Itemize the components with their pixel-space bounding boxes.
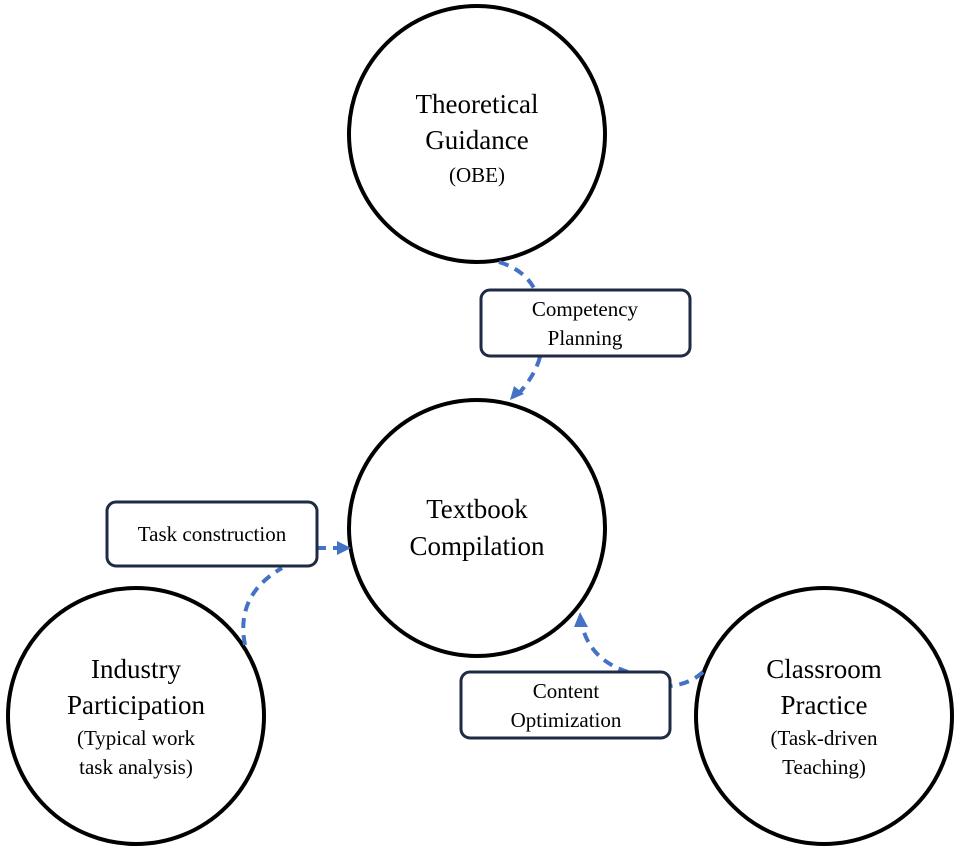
label-box-content-optimization <box>459 670 672 740</box>
node-theoretical-guidance-title-line2: Guidance <box>425 125 528 155</box>
label-content-line1: Content <box>533 679 600 703</box>
link-competency-planning: Competency Planning <box>479 260 692 400</box>
label-box-task-construction <box>105 500 319 568</box>
arrow-competency-lower <box>518 356 542 394</box>
node-textbook-compilation-circle <box>347 398 607 658</box>
node-classroom-practice-subtitle-line2: Teaching) <box>782 755 866 779</box>
node-industry-participation-title-line2: Participation <box>67 690 205 720</box>
node-classroom-practice: Classroom Practice (Task-driven Teaching… <box>694 586 954 846</box>
arrow-content-right <box>669 670 705 688</box>
node-theoretical-guidance-title-line1: Theoretical <box>416 89 539 119</box>
label-box-competency-planning <box>479 288 692 358</box>
label-competency-line2: Planning <box>548 326 623 350</box>
node-classroom-practice-circle <box>694 586 954 846</box>
node-theoretical-guidance: Theoretical Guidance (OBE) <box>347 4 607 264</box>
label-task-line1: Task construction <box>138 522 287 546</box>
arrow-head-competency <box>510 386 524 400</box>
link-task-construction: Task construction <box>105 500 351 646</box>
node-textbook-compilation: Textbook Compilation <box>347 398 607 658</box>
label-content-line2: Optimization <box>511 708 622 732</box>
label-competency-line1: Competency <box>532 297 639 321</box>
node-textbook-compilation-title-line1: Textbook <box>426 494 528 524</box>
node-industry-participation-subtitle-line1: (Typical work <box>77 726 196 750</box>
node-industry-participation-circle <box>6 586 266 846</box>
node-classroom-practice-title-line1: Classroom <box>766 654 882 684</box>
node-industry-participation-subtitle-line2: task analysis) <box>79 755 193 779</box>
node-industry-participation-title-line1: Industry <box>91 654 181 684</box>
arrow-head-task <box>337 541 351 555</box>
node-textbook-compilation-title-line2: Compilation <box>410 531 546 561</box>
arrow-competency-upper <box>498 260 537 291</box>
node-industry-participation: Industry Participation (Typical work tas… <box>6 586 266 846</box>
node-classroom-practice-subtitle-line1: (Task-driven <box>771 726 878 750</box>
arrow-task-lower <box>241 566 283 646</box>
node-classroom-practice-title-line2: Practice <box>781 690 868 720</box>
arrow-head-content <box>574 612 588 627</box>
link-content-optimization: Content Optimization <box>459 612 705 740</box>
node-theoretical-guidance-subtitle: (OBE) <box>449 163 505 187</box>
arrow-content-upper <box>580 624 629 674</box>
node-theoretical-guidance-circle <box>347 4 607 264</box>
